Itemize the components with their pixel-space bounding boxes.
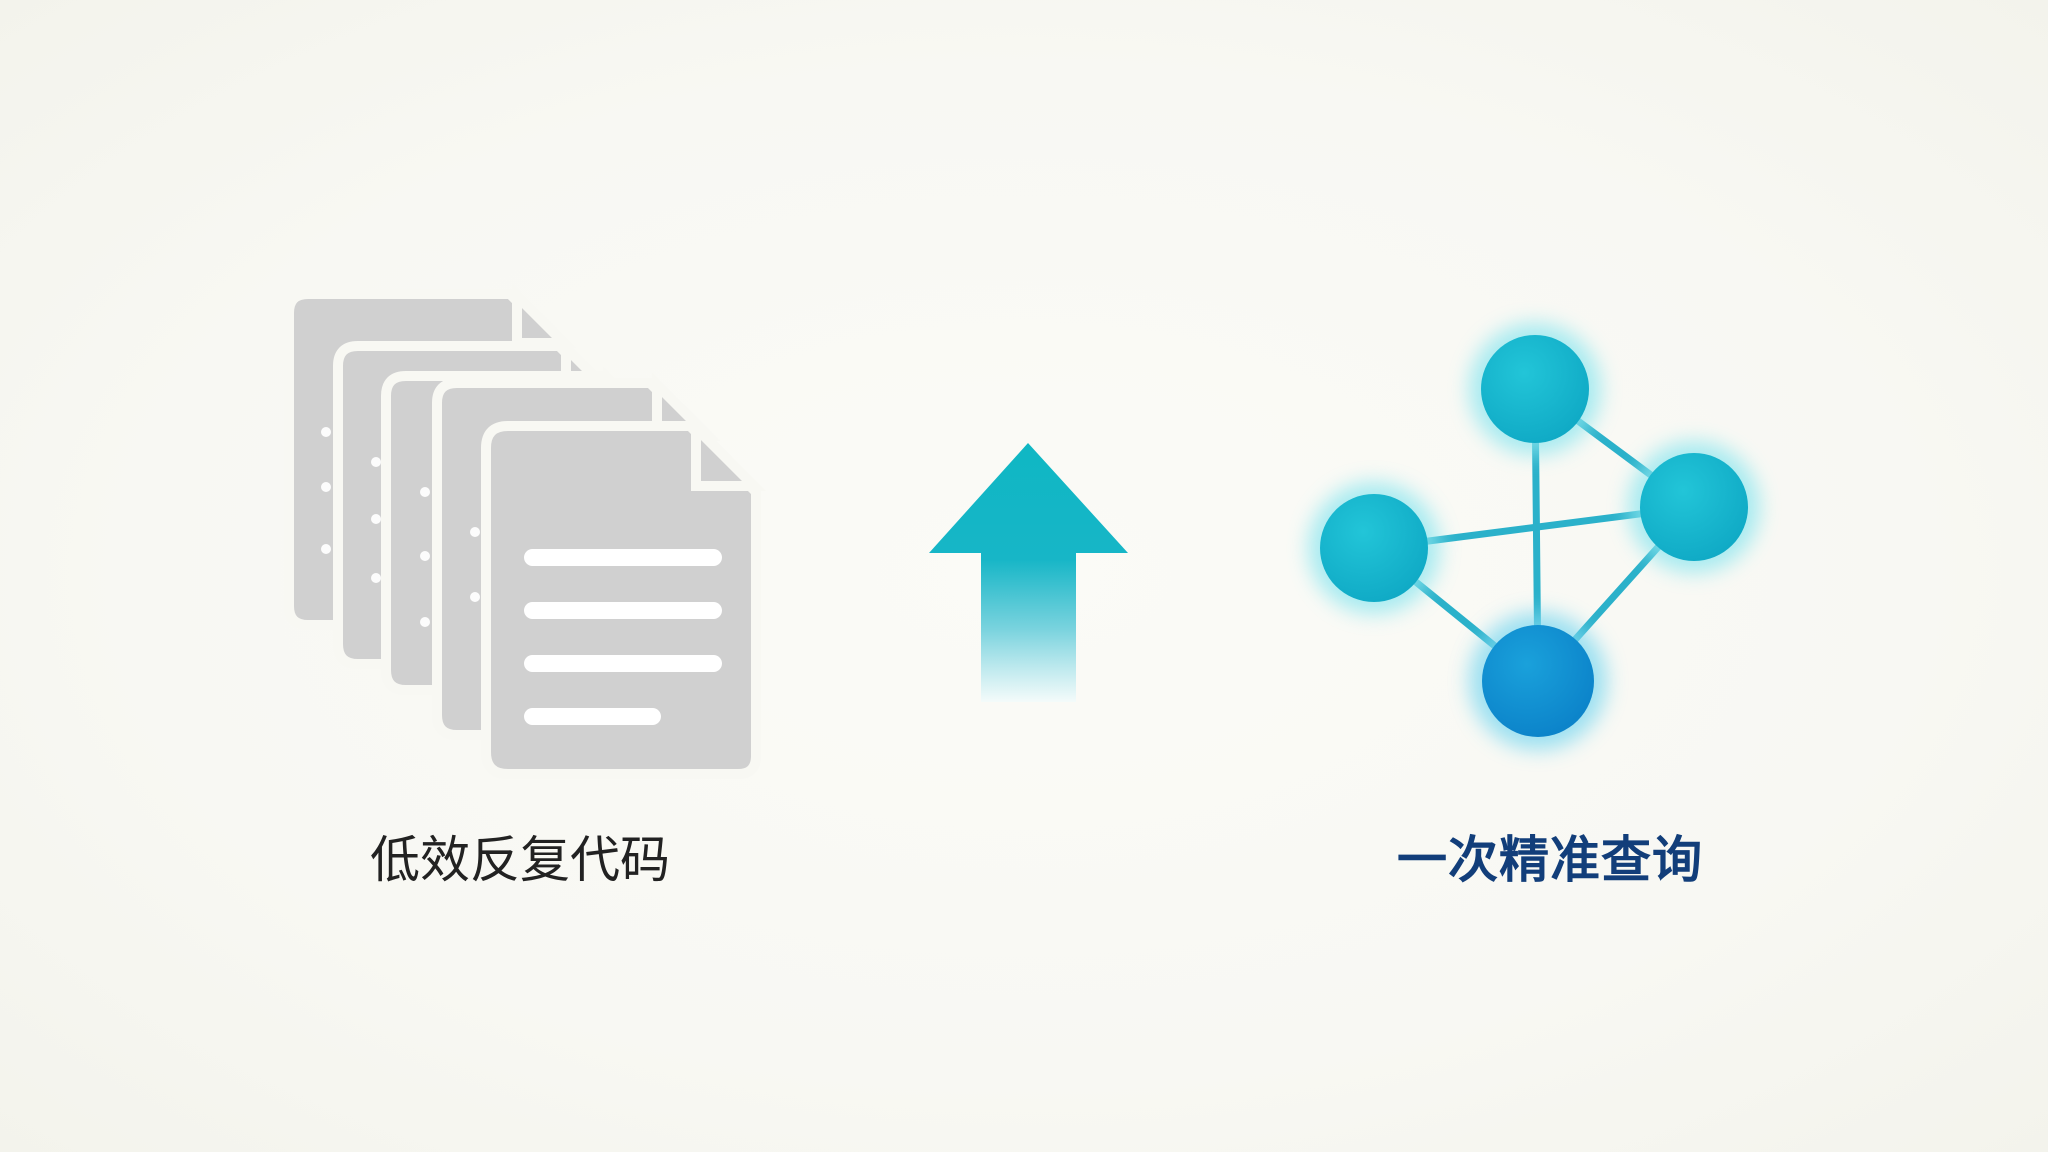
stacked-documents-icon	[284, 283, 767, 779]
document-binder-holes	[321, 427, 480, 627]
network-graph-icon	[1308, 323, 1760, 750]
left-caption: 低效反复代码	[370, 831, 670, 889]
network-node-right	[1640, 453, 1748, 561]
document-line-1	[524, 549, 722, 566]
document-sheet-front	[481, 415, 767, 779]
network-node-left	[1320, 494, 1428, 602]
network-node-bottom	[1482, 625, 1594, 737]
document-line-2	[524, 602, 722, 619]
up-arrow-icon	[929, 443, 1128, 702]
network-node-top	[1481, 335, 1589, 443]
document-line-4	[524, 708, 661, 725]
document-line-3	[524, 655, 722, 672]
right-caption: 一次精准查询	[1397, 831, 1703, 889]
